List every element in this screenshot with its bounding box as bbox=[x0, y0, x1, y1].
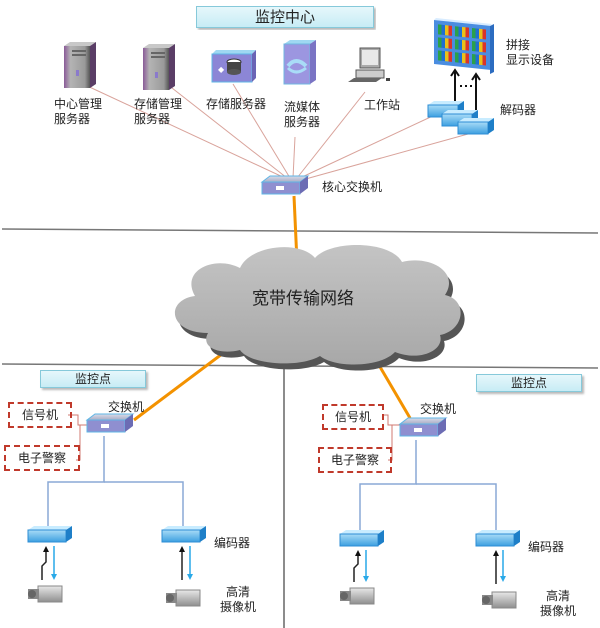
link-central-mgmt bbox=[82, 83, 286, 179]
site1-encoder-left-icon bbox=[27, 526, 72, 543]
video-wall-cell bbox=[445, 25, 449, 36]
site1-e-police: 电子警察 bbox=[4, 445, 80, 471]
divider-center-network bbox=[1, 228, 599, 234]
camera-icon bbox=[28, 585, 63, 603]
video-wall-cell bbox=[448, 25, 452, 36]
decoder-stack-icon bbox=[427, 101, 494, 135]
video-wall-cell bbox=[475, 54, 479, 65]
camera-signal-arrows bbox=[41, 546, 506, 584]
camera-icon bbox=[482, 591, 517, 609]
video-wall-cell bbox=[462, 26, 466, 38]
site2-signal-controller: 信号机 bbox=[322, 404, 384, 430]
video-wall-cell bbox=[458, 39, 462, 50]
video-wall-cell bbox=[472, 53, 476, 65]
site2-e-police: 电子警察 bbox=[318, 447, 392, 473]
label-video-wall: 拼接 显示设备 bbox=[506, 38, 555, 67]
site2-lan bbox=[359, 440, 497, 530]
video-wall-cell bbox=[475, 28, 479, 39]
site2-encoder-label: 编码器 bbox=[528, 540, 565, 554]
label-core-switch: 核心交换机 bbox=[322, 180, 383, 194]
site1-switch-label: 交换机 bbox=[108, 400, 145, 414]
svg-text:◆: ◆ bbox=[218, 65, 225, 74]
site1-title: 监控点 bbox=[40, 370, 146, 388]
video-wall-cell bbox=[441, 24, 445, 36]
video-wall-cell bbox=[445, 38, 449, 49]
video-wall-cell bbox=[438, 37, 442, 48]
link-decoder-2 bbox=[301, 133, 469, 181]
link-streaming bbox=[292, 136, 296, 179]
site1-peripheral-links bbox=[68, 414, 90, 461]
camera-icon bbox=[340, 587, 375, 605]
label-streaming-server: 流媒体 服务器 bbox=[284, 100, 321, 129]
video-wall-cell bbox=[479, 41, 483, 53]
video-wall-cells bbox=[438, 24, 486, 66]
broadband-network-cloud bbox=[174, 244, 465, 371]
link-workstation bbox=[296, 91, 366, 179]
link-storage-mgmt bbox=[171, 87, 288, 179]
video-wall-cell bbox=[458, 52, 462, 63]
label-storage-server: 存储服务器 bbox=[206, 97, 267, 111]
uplink-cloud-site2 bbox=[374, 359, 412, 419]
site1-lan bbox=[47, 436, 184, 526]
site1-encoder-label: 编码器 bbox=[214, 536, 251, 550]
label-broadband-network: 宽带传输网络 bbox=[252, 289, 354, 309]
site2-title: 监控点 bbox=[476, 374, 582, 392]
label-workstation: 工作站 bbox=[364, 98, 401, 112]
video-wall-cell bbox=[455, 26, 459, 37]
link-storage-server bbox=[232, 83, 291, 179]
video-wall-cell bbox=[462, 52, 466, 64]
site2-switch-label: 交换机 bbox=[420, 402, 457, 416]
video-wall-cell bbox=[465, 53, 469, 64]
video-wall-cell bbox=[465, 40, 469, 51]
site1-encoder-right-icon bbox=[161, 526, 206, 543]
video-wall-cell bbox=[482, 42, 486, 53]
decoder-to-wall-arrows bbox=[450, 68, 481, 110]
tower-server-icon bbox=[64, 42, 96, 88]
tower-server-icon bbox=[143, 44, 175, 90]
video-wall-cell bbox=[472, 40, 476, 52]
video-wall-cell bbox=[438, 50, 442, 61]
center-lan-links bbox=[82, 83, 469, 181]
video-wall-cell bbox=[448, 38, 452, 49]
monitoring-center-title: 监控中心 bbox=[196, 6, 374, 28]
video-wall-cell bbox=[455, 52, 459, 63]
storage-disk-icon: ◆ bbox=[211, 50, 256, 83]
video-wall-cell bbox=[482, 29, 486, 40]
video-wall-cell bbox=[458, 26, 462, 37]
workstation-pc-icon bbox=[348, 47, 390, 82]
video-wall-cell bbox=[441, 37, 445, 49]
uplink-cloud-site1 bbox=[133, 346, 231, 422]
video-wall-cell bbox=[441, 50, 445, 62]
label-storage-mgmt-server: 存储管理 服务器 bbox=[134, 97, 183, 126]
video-wall-cell bbox=[472, 27, 476, 39]
label-decoder: 解码器 bbox=[500, 103, 537, 117]
site2-peripheral-links bbox=[382, 414, 400, 461]
video-wall-cell bbox=[479, 28, 483, 40]
link-decoder-1 bbox=[299, 113, 438, 179]
site2-encoder-left-icon bbox=[339, 530, 384, 547]
site2-encoder-right-icon bbox=[475, 530, 520, 547]
video-wall-cell bbox=[455, 39, 459, 50]
site2-switch-icon bbox=[398, 417, 448, 437]
core-switch-icon bbox=[260, 175, 310, 195]
site2-camera-label: 高清 摄像机 bbox=[540, 589, 577, 618]
video-wall-icon bbox=[434, 18, 494, 74]
label-central-mgmt-server: 中心管理 服务器 bbox=[54, 97, 103, 126]
site1-camera-label: 高清 摄像机 bbox=[220, 585, 257, 614]
streaming-server-icon bbox=[283, 40, 316, 85]
site1-switch-icon bbox=[85, 413, 135, 433]
video-wall-cell bbox=[475, 41, 479, 52]
video-wall-cell bbox=[482, 55, 486, 66]
video-wall-cell bbox=[438, 24, 442, 35]
camera-icon bbox=[166, 589, 201, 607]
video-wall-cell bbox=[479, 54, 483, 66]
site1-signal-controller: 信号机 bbox=[8, 402, 72, 428]
video-wall-cell bbox=[462, 39, 466, 51]
video-wall-cell bbox=[445, 51, 449, 62]
video-wall-cell bbox=[448, 51, 452, 62]
video-wall-cell bbox=[465, 27, 469, 38]
